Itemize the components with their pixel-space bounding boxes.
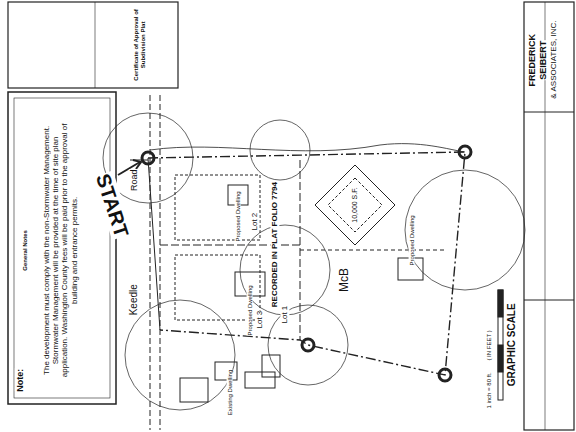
plan-label: RECORDED IN PLAT FOLIO 7794 [270, 160, 279, 330]
plan-label: Proposed Dwelling [247, 280, 254, 340]
plan-label: GRAPHIC SCALE [506, 290, 518, 400]
plan-label: Note: [15, 360, 25, 400]
plan-label: START [90, 168, 134, 242]
plan-label: Lot 2 [250, 202, 259, 242]
plan-label: & ASSOCIATES, INC. [549, 5, 558, 115]
plan-label: Certificate of Approval of Subdivision P… [133, 5, 147, 85]
plan-label: Lot 3 [255, 300, 264, 340]
plan-label: Keedle [128, 275, 140, 325]
plan-label: 10,000 S.F. [351, 175, 359, 235]
plan-label: Proposed Dwelling [409, 210, 416, 270]
plan-label: Proposed Dwelling [235, 186, 242, 246]
plan-label: The development must comply with the non… [42, 115, 79, 385]
plan-label: ( IN FEET ) [486, 315, 493, 375]
plan-label: Road [129, 160, 139, 200]
plan-label: Existing Dwelling [227, 362, 234, 422]
plan-label: 1 inch = 80 ft. [486, 360, 493, 420]
plan-label: Lot 1 [280, 295, 289, 335]
plan-label: General Notes [22, 190, 29, 310]
plan-label: SEIBERT [538, 15, 548, 105]
plan-label: McB [338, 260, 352, 300]
plan-label: FREDERICK [527, 15, 537, 105]
